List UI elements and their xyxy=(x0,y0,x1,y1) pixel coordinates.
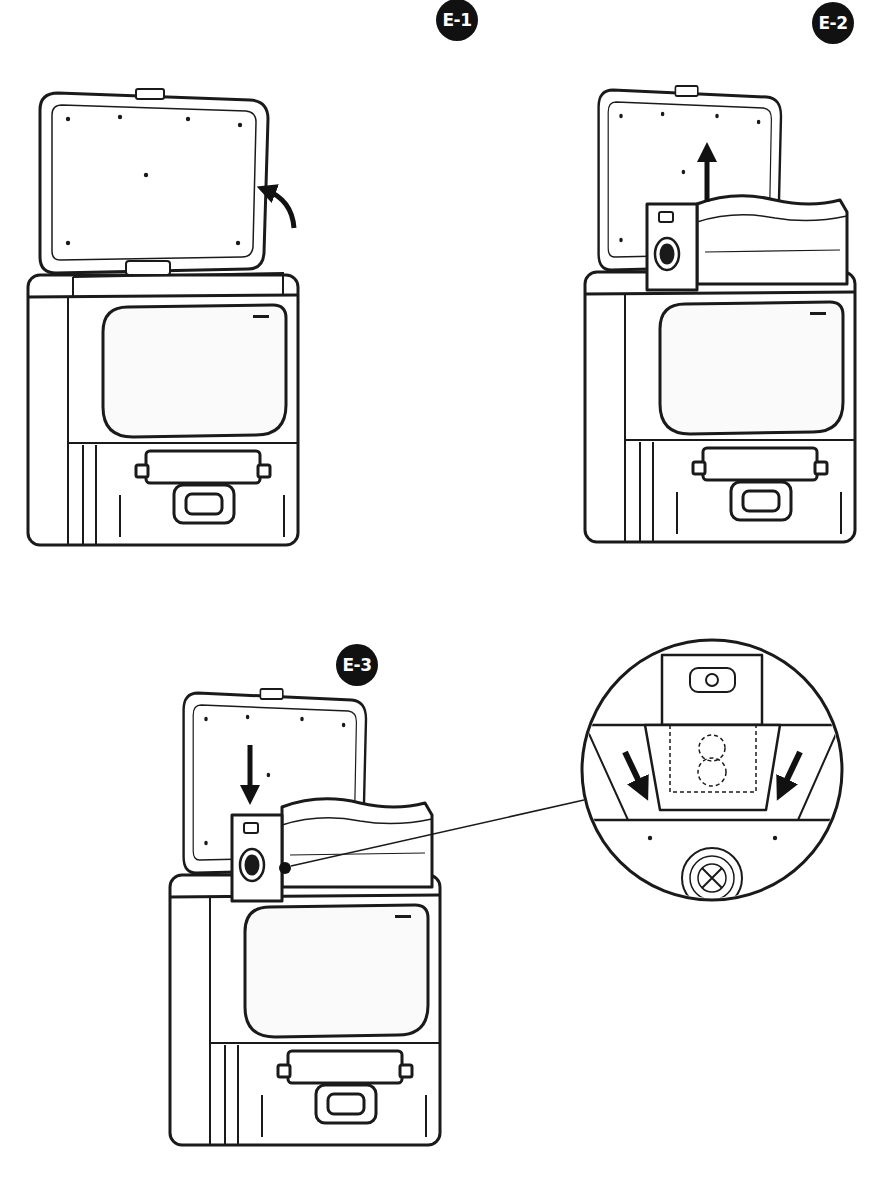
step-label: E-2 xyxy=(819,15,848,32)
step-badge: E-3 xyxy=(336,644,378,686)
step-badge: E-2 xyxy=(812,2,854,44)
step-badge: E-1 xyxy=(436,0,478,41)
step-label: E-3 xyxy=(343,657,372,674)
step-label: E-1 xyxy=(443,12,472,29)
